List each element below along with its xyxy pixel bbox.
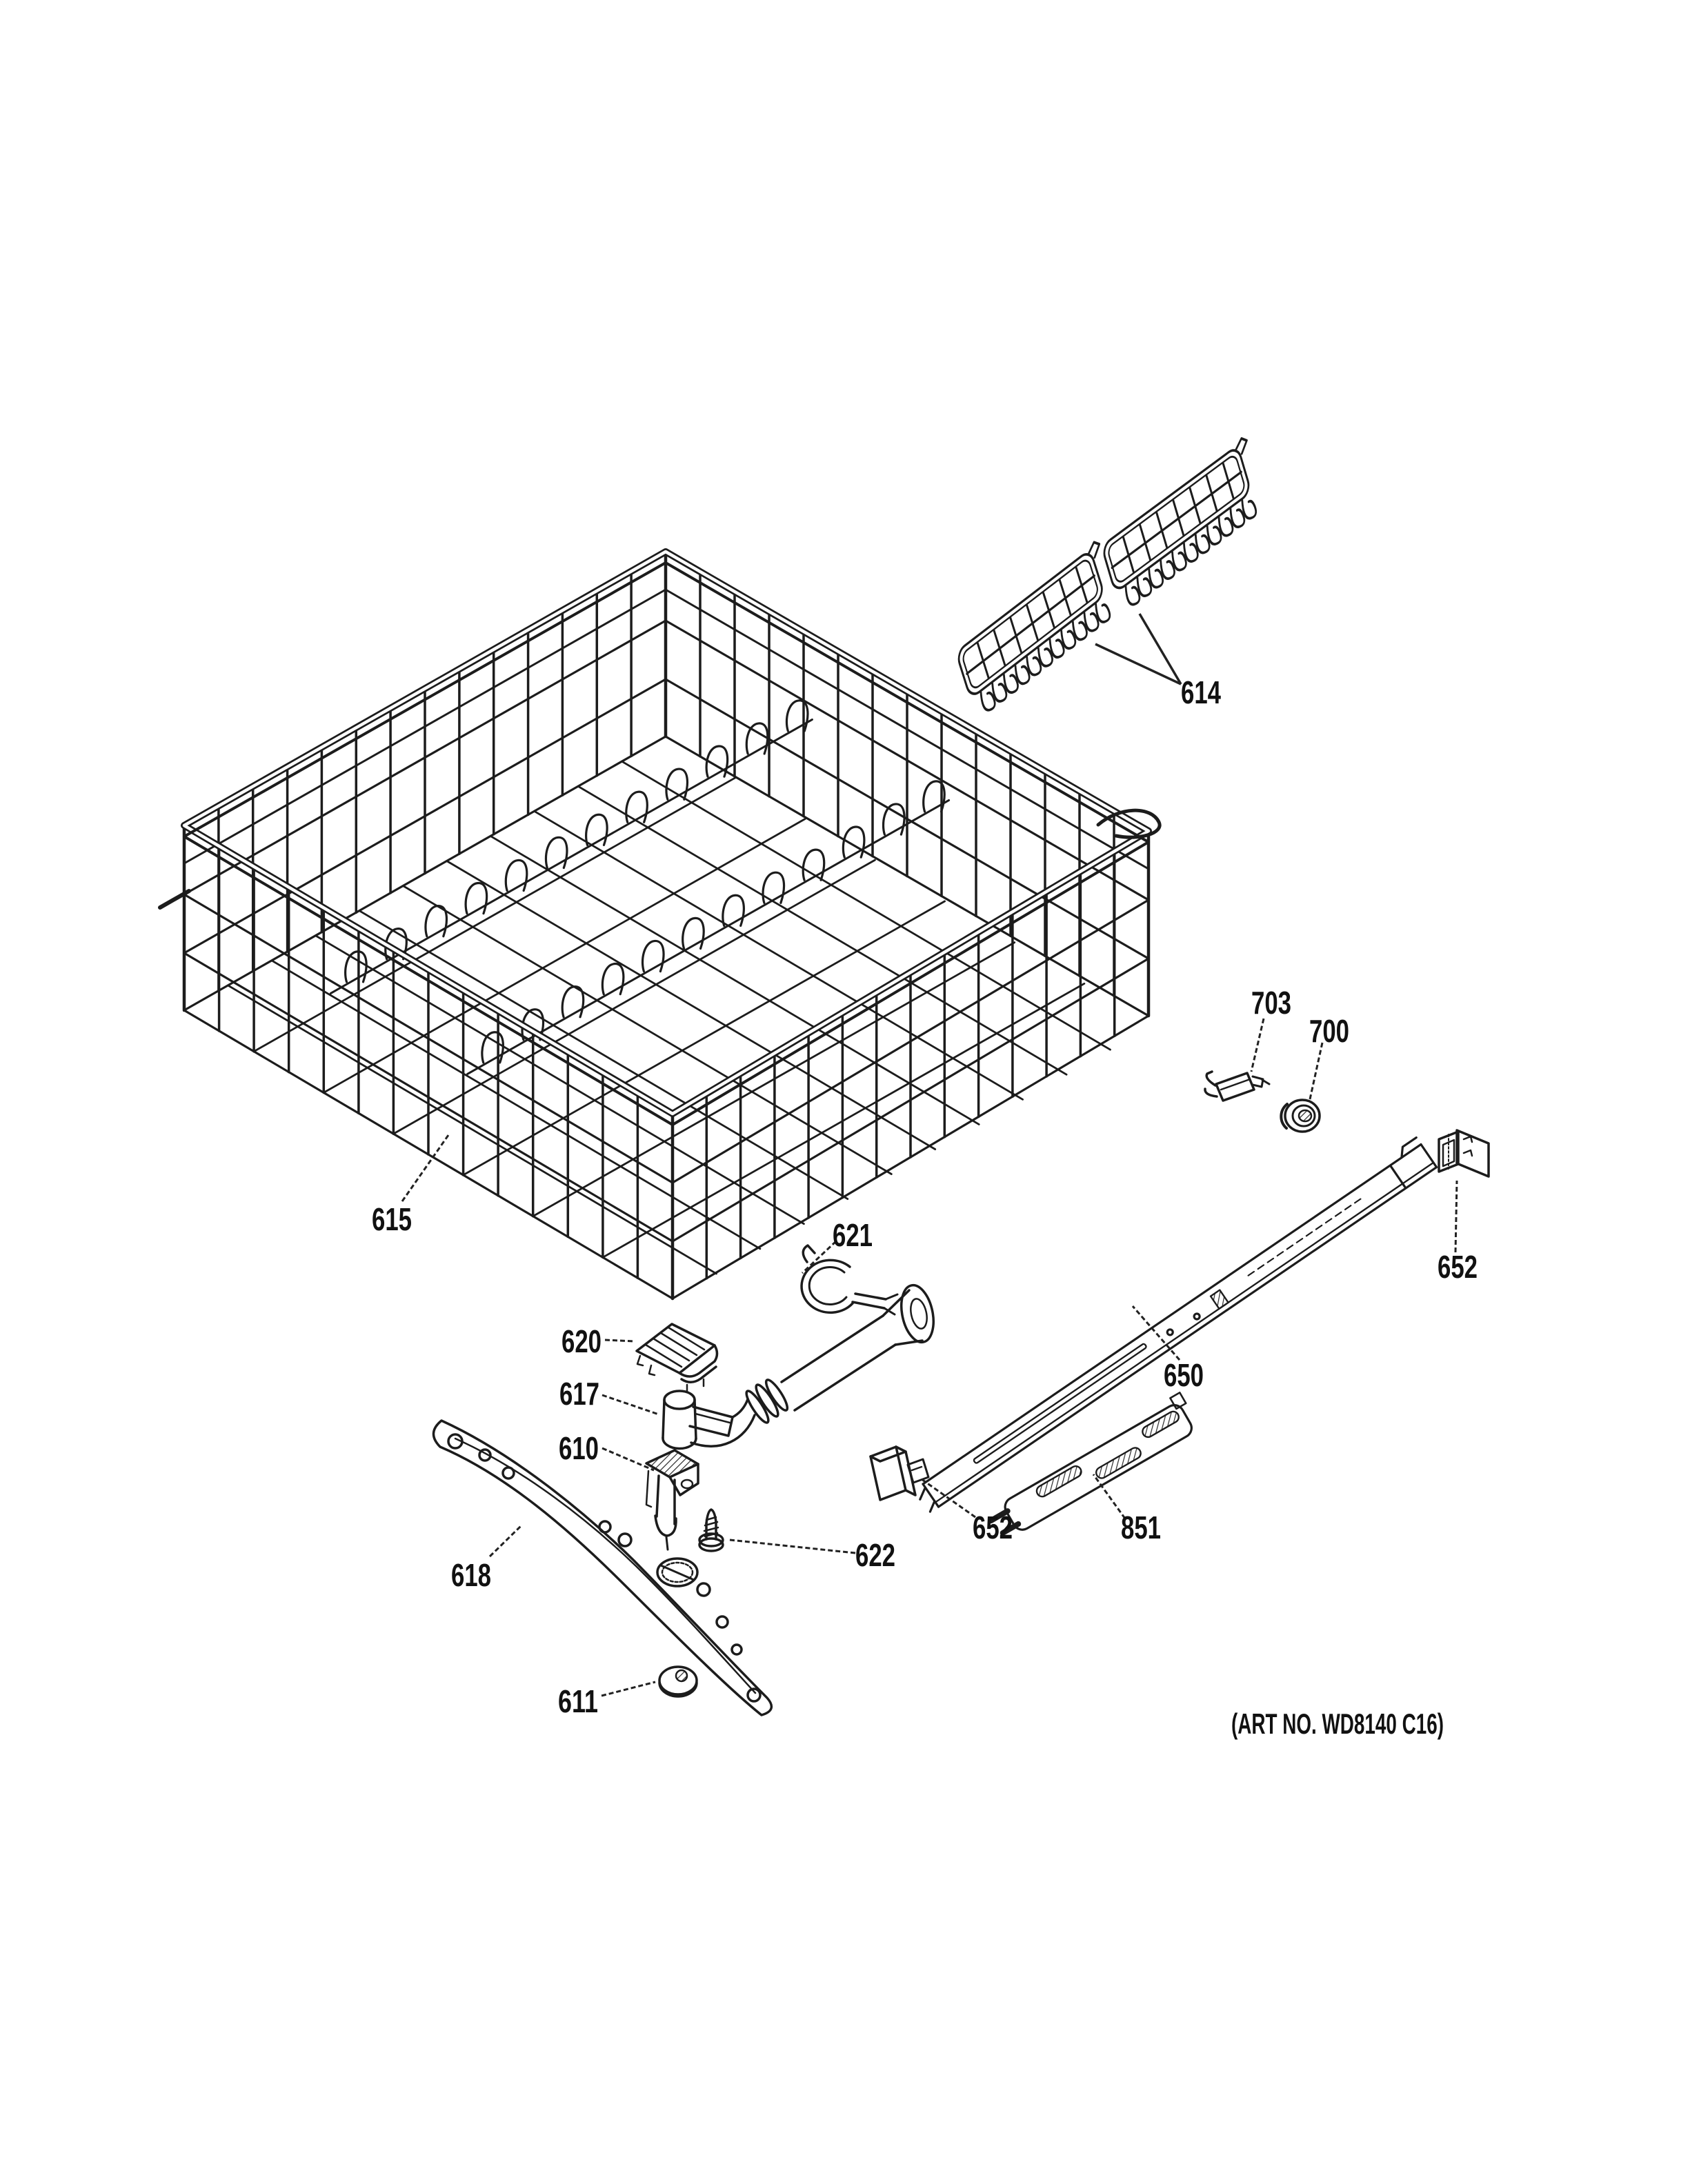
leader-615 — [401, 1134, 450, 1202]
callout-650: 650 — [1164, 1357, 1204, 1393]
leader-650 — [1131, 1305, 1181, 1361]
callout-615: 615 — [372, 1201, 412, 1237]
rack-roller-grommet — [1280, 1099, 1321, 1133]
leader-620 — [604, 1339, 635, 1343]
callout-614: 614 — [1181, 674, 1221, 710]
conduit-clamp — [800, 1244, 899, 1316]
leader-617 — [602, 1394, 659, 1416]
basket-rim-inner-wire — [183, 561, 1150, 1126]
upper-spray-arm — [432, 1419, 773, 1716]
callout-622: 622 — [855, 1537, 895, 1573]
water-conduit-elbow — [662, 1283, 935, 1450]
rail-mount-plate — [988, 1392, 1193, 1536]
callout-610: 610 — [559, 1430, 599, 1466]
callout-652-bottom: 652 — [973, 1510, 1013, 1545]
art-number: (ART NO. WD8140 C16) — [1231, 1707, 1444, 1740]
callout-611: 611 — [558, 1683, 598, 1719]
slide-rail — [919, 1136, 1438, 1513]
rail-end-bracket-top — [1438, 1129, 1490, 1178]
callout-labels: 614 703 700 652 650 621 620 617 610 622 … — [372, 674, 1478, 1740]
callout-703: 703 — [1251, 985, 1291, 1021]
conduit-docking-port — [645, 1449, 699, 1551]
callout-652-top: 652 — [1438, 1249, 1478, 1285]
leader-611 — [601, 1681, 656, 1697]
basket-stub-wire — [158, 889, 191, 910]
rack-stop-latch — [1204, 1070, 1271, 1102]
fold-down-tine-rows — [957, 437, 1257, 712]
spray-arm-cap — [658, 1665, 698, 1698]
leader-652-top — [1454, 1180, 1458, 1253]
callout-700: 700 — [1309, 1013, 1349, 1049]
leader-614-right — [1138, 613, 1182, 685]
leader-lines — [401, 613, 1458, 1697]
rail-end-cap-bottom — [869, 1445, 930, 1501]
basket-handle — [1096, 808, 1162, 839]
callout-618: 618 — [451, 1557, 491, 1593]
upper-rack-basket — [158, 548, 1162, 1301]
mounting-screw — [698, 1508, 724, 1552]
leader-700 — [1309, 1042, 1324, 1100]
leader-652-bottom — [921, 1478, 976, 1519]
leader-622 — [729, 1539, 856, 1554]
basket-rim-highlight — [182, 550, 1151, 1116]
leader-618 — [488, 1524, 523, 1558]
rack-clip — [635, 1323, 719, 1393]
callout-621: 621 — [833, 1217, 873, 1253]
leader-610 — [602, 1447, 655, 1472]
callout-851: 851 — [1121, 1510, 1161, 1545]
leader-851 — [1092, 1474, 1126, 1519]
leader-614-left — [1095, 643, 1182, 685]
callout-620: 620 — [561, 1323, 602, 1359]
basket-wire-grid — [182, 550, 1151, 1301]
callout-617: 617 — [559, 1376, 599, 1412]
leader-621 — [801, 1240, 837, 1274]
leader-703 — [1250, 1018, 1265, 1072]
